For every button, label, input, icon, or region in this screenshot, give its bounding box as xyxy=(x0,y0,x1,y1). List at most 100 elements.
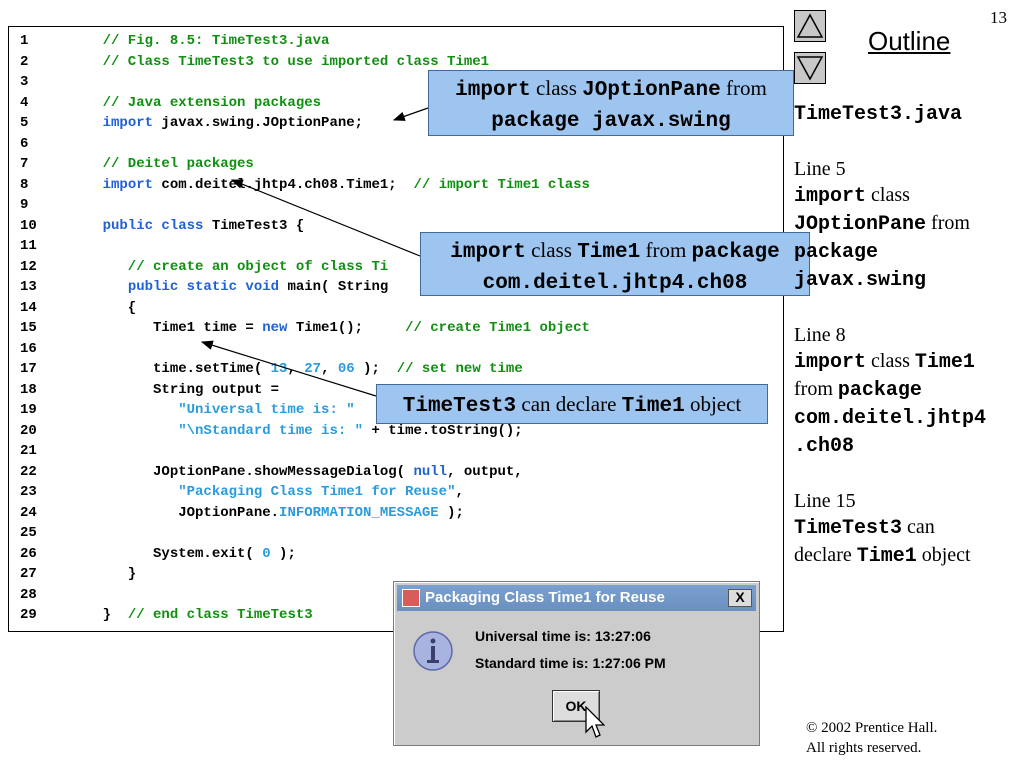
line-number: 21 xyxy=(20,443,37,459)
code-token: ); xyxy=(270,545,296,562)
code-line: 21 xyxy=(9,443,779,463)
code-text: import javax.swing.JOptionPane; xyxy=(69,115,363,131)
code-text: Time1 time = new Time1(); // create Time… xyxy=(69,320,590,336)
code-token: 06 xyxy=(337,361,355,377)
message-dialog: Packaging Class Time1 for Reuse X Univer… xyxy=(393,581,760,746)
information-icon xyxy=(413,631,453,671)
code-line: 23 "Packaging Class Time1 for Reuse", xyxy=(9,484,779,504)
code-line: 22 JOptionPane.showMessageDialog( null, … xyxy=(9,464,779,484)
callout-import-joptionpane: import class JOptionPane from package ja… xyxy=(428,70,794,136)
note-line15: Line 15 TimeTest3 can declare Time1 obje… xyxy=(794,490,971,568)
code-text: System.exit( 0 ); xyxy=(69,546,296,562)
line-number: 13 xyxy=(20,279,37,295)
line-number: 3 xyxy=(20,74,29,90)
code-token: Time1(); xyxy=(287,320,406,336)
line-number: 1 xyxy=(20,33,29,49)
line-number: 9 xyxy=(20,197,29,213)
code-line: 1 // Fig. 8.5: TimeTest3.java xyxy=(9,33,779,53)
close-icon: X xyxy=(735,589,745,605)
code-line: 20 "\nStandard time is: " + time.toStrin… xyxy=(9,423,779,443)
callout-import-time1: import class Time1 from package com.deit… xyxy=(420,232,810,296)
dialog-title: Packaging Class Time1 for Reuse xyxy=(425,589,665,606)
code-line: 15 Time1 time = new Time1(); // create T… xyxy=(9,320,779,340)
code-text: // Deitel packages xyxy=(69,156,254,172)
line-number: 17 xyxy=(20,361,37,377)
code-token: ); xyxy=(354,361,397,377)
code-token: JOptionPane. xyxy=(69,504,280,521)
copyright-footer: © 2002 Prentice Hall. All rights reserve… xyxy=(806,718,937,758)
code-token: // set new time xyxy=(396,361,523,377)
code-token xyxy=(69,279,128,295)
code-token: main( String xyxy=(279,279,389,295)
code-token: public class xyxy=(102,217,204,234)
line-number: 18 xyxy=(20,381,37,398)
code-token: javax.swing.JOptionPane; xyxy=(153,115,364,131)
java-app-icon xyxy=(402,589,420,607)
code-line: 16 xyxy=(9,341,779,361)
line-number: 5 xyxy=(20,115,29,131)
code-line: 13 public static void main( String xyxy=(9,279,779,299)
code-text: // Fig. 8.5: TimeTest3.java xyxy=(69,33,330,49)
code-text: import com.deitel.jhtp4.ch08.Time1; // i… xyxy=(69,177,590,193)
code-text: } // end class TimeTest3 xyxy=(69,607,313,623)
code-text: "\nStandard time is: " + time.toString()… xyxy=(69,422,523,439)
line-number: 12 xyxy=(20,258,37,275)
code-token: , xyxy=(321,361,338,377)
code-token: JOptionPane.showMessageDialog( xyxy=(69,463,414,480)
code-token xyxy=(69,423,178,439)
code-token: } xyxy=(69,566,137,582)
nav-down-button[interactable] xyxy=(794,52,826,84)
code-token xyxy=(69,484,178,500)
code-line: 11 xyxy=(9,238,779,258)
line-number: 22 xyxy=(20,463,37,480)
code-text: "Packaging Class Time1 for Reuse", xyxy=(69,484,464,500)
line-number: 2 xyxy=(20,53,29,70)
callout-declare-time1: TimeTest3 can declare Time1 object xyxy=(376,384,768,424)
triangle-down-icon xyxy=(796,56,824,81)
code-token: new xyxy=(262,320,288,336)
code-line: 6 xyxy=(9,136,779,156)
code-token xyxy=(69,177,103,193)
code-line: 17 time.setTime( 13, 27, 06 ); // set ne… xyxy=(9,361,779,381)
code-text: { xyxy=(69,300,136,316)
code-token: ); xyxy=(438,504,464,521)
code-token: TimeTest3 { xyxy=(203,217,305,234)
mouse-pointer-icon xyxy=(585,706,605,738)
line-number: 27 xyxy=(20,566,37,582)
outline-notes: TimeTest3.java Line 5 import class JOpti… xyxy=(794,100,1024,598)
code-token: // Fig. 8.5: TimeTest3.java xyxy=(69,33,330,49)
code-text: JOptionPane.INFORMATION_MESSAGE ); xyxy=(69,505,464,521)
close-button[interactable]: X xyxy=(728,589,752,607)
code-line: 2 // Class TimeTest3 to use imported cla… xyxy=(9,54,779,74)
nav-up-button[interactable] xyxy=(794,10,826,42)
dialog-message-standard: Standard time is: 1:27:06 PM xyxy=(475,655,666,671)
code-text: JOptionPane.showMessageDialog( null, out… xyxy=(69,464,523,480)
code-token: "\nStandard time is: " xyxy=(178,422,364,439)
code-line: 29 } // end class TimeTest3 xyxy=(9,607,779,627)
code-token: + time.toString(); xyxy=(363,422,523,439)
code-token: "Packaging Class Time1 for Reuse" xyxy=(178,484,456,500)
code-line: 27 } xyxy=(9,566,779,586)
code-line: 5 import javax.swing.JOptionPane; xyxy=(9,115,779,135)
code-token: public static void xyxy=(127,279,280,295)
note-line8: Line 8 import class Time1 from package c… xyxy=(794,324,987,458)
line-number: 25 xyxy=(20,525,37,541)
code-token: 27 xyxy=(304,361,322,377)
outline-title[interactable]: Outline xyxy=(868,26,951,56)
code-token: // create Time1 object xyxy=(405,320,590,336)
code-line: 26 System.exit( 0 ); xyxy=(9,546,779,566)
code-token: null xyxy=(413,463,448,480)
dialog-titlebar[interactable]: Packaging Class Time1 for Reuse X xyxy=(397,585,756,611)
line-number: 29 xyxy=(20,607,37,623)
code-text: // Class TimeTest3 to use imported class… xyxy=(69,54,489,70)
code-line: 19 "Universal time is: " xyxy=(9,402,779,422)
code-token: System.exit( xyxy=(69,545,263,562)
code-token: String output = xyxy=(69,381,280,398)
line-number: 19 xyxy=(20,402,37,418)
copyright-line1: © 2002 Prentice Hall. xyxy=(806,720,938,736)
code-line: 3 xyxy=(9,74,779,94)
code-token: , xyxy=(287,361,305,377)
code-line: 24 JOptionPane.INFORMATION_MESSAGE ); xyxy=(9,505,779,525)
code-token: } xyxy=(69,607,128,623)
code-token: // Java extension packages xyxy=(69,94,322,111)
